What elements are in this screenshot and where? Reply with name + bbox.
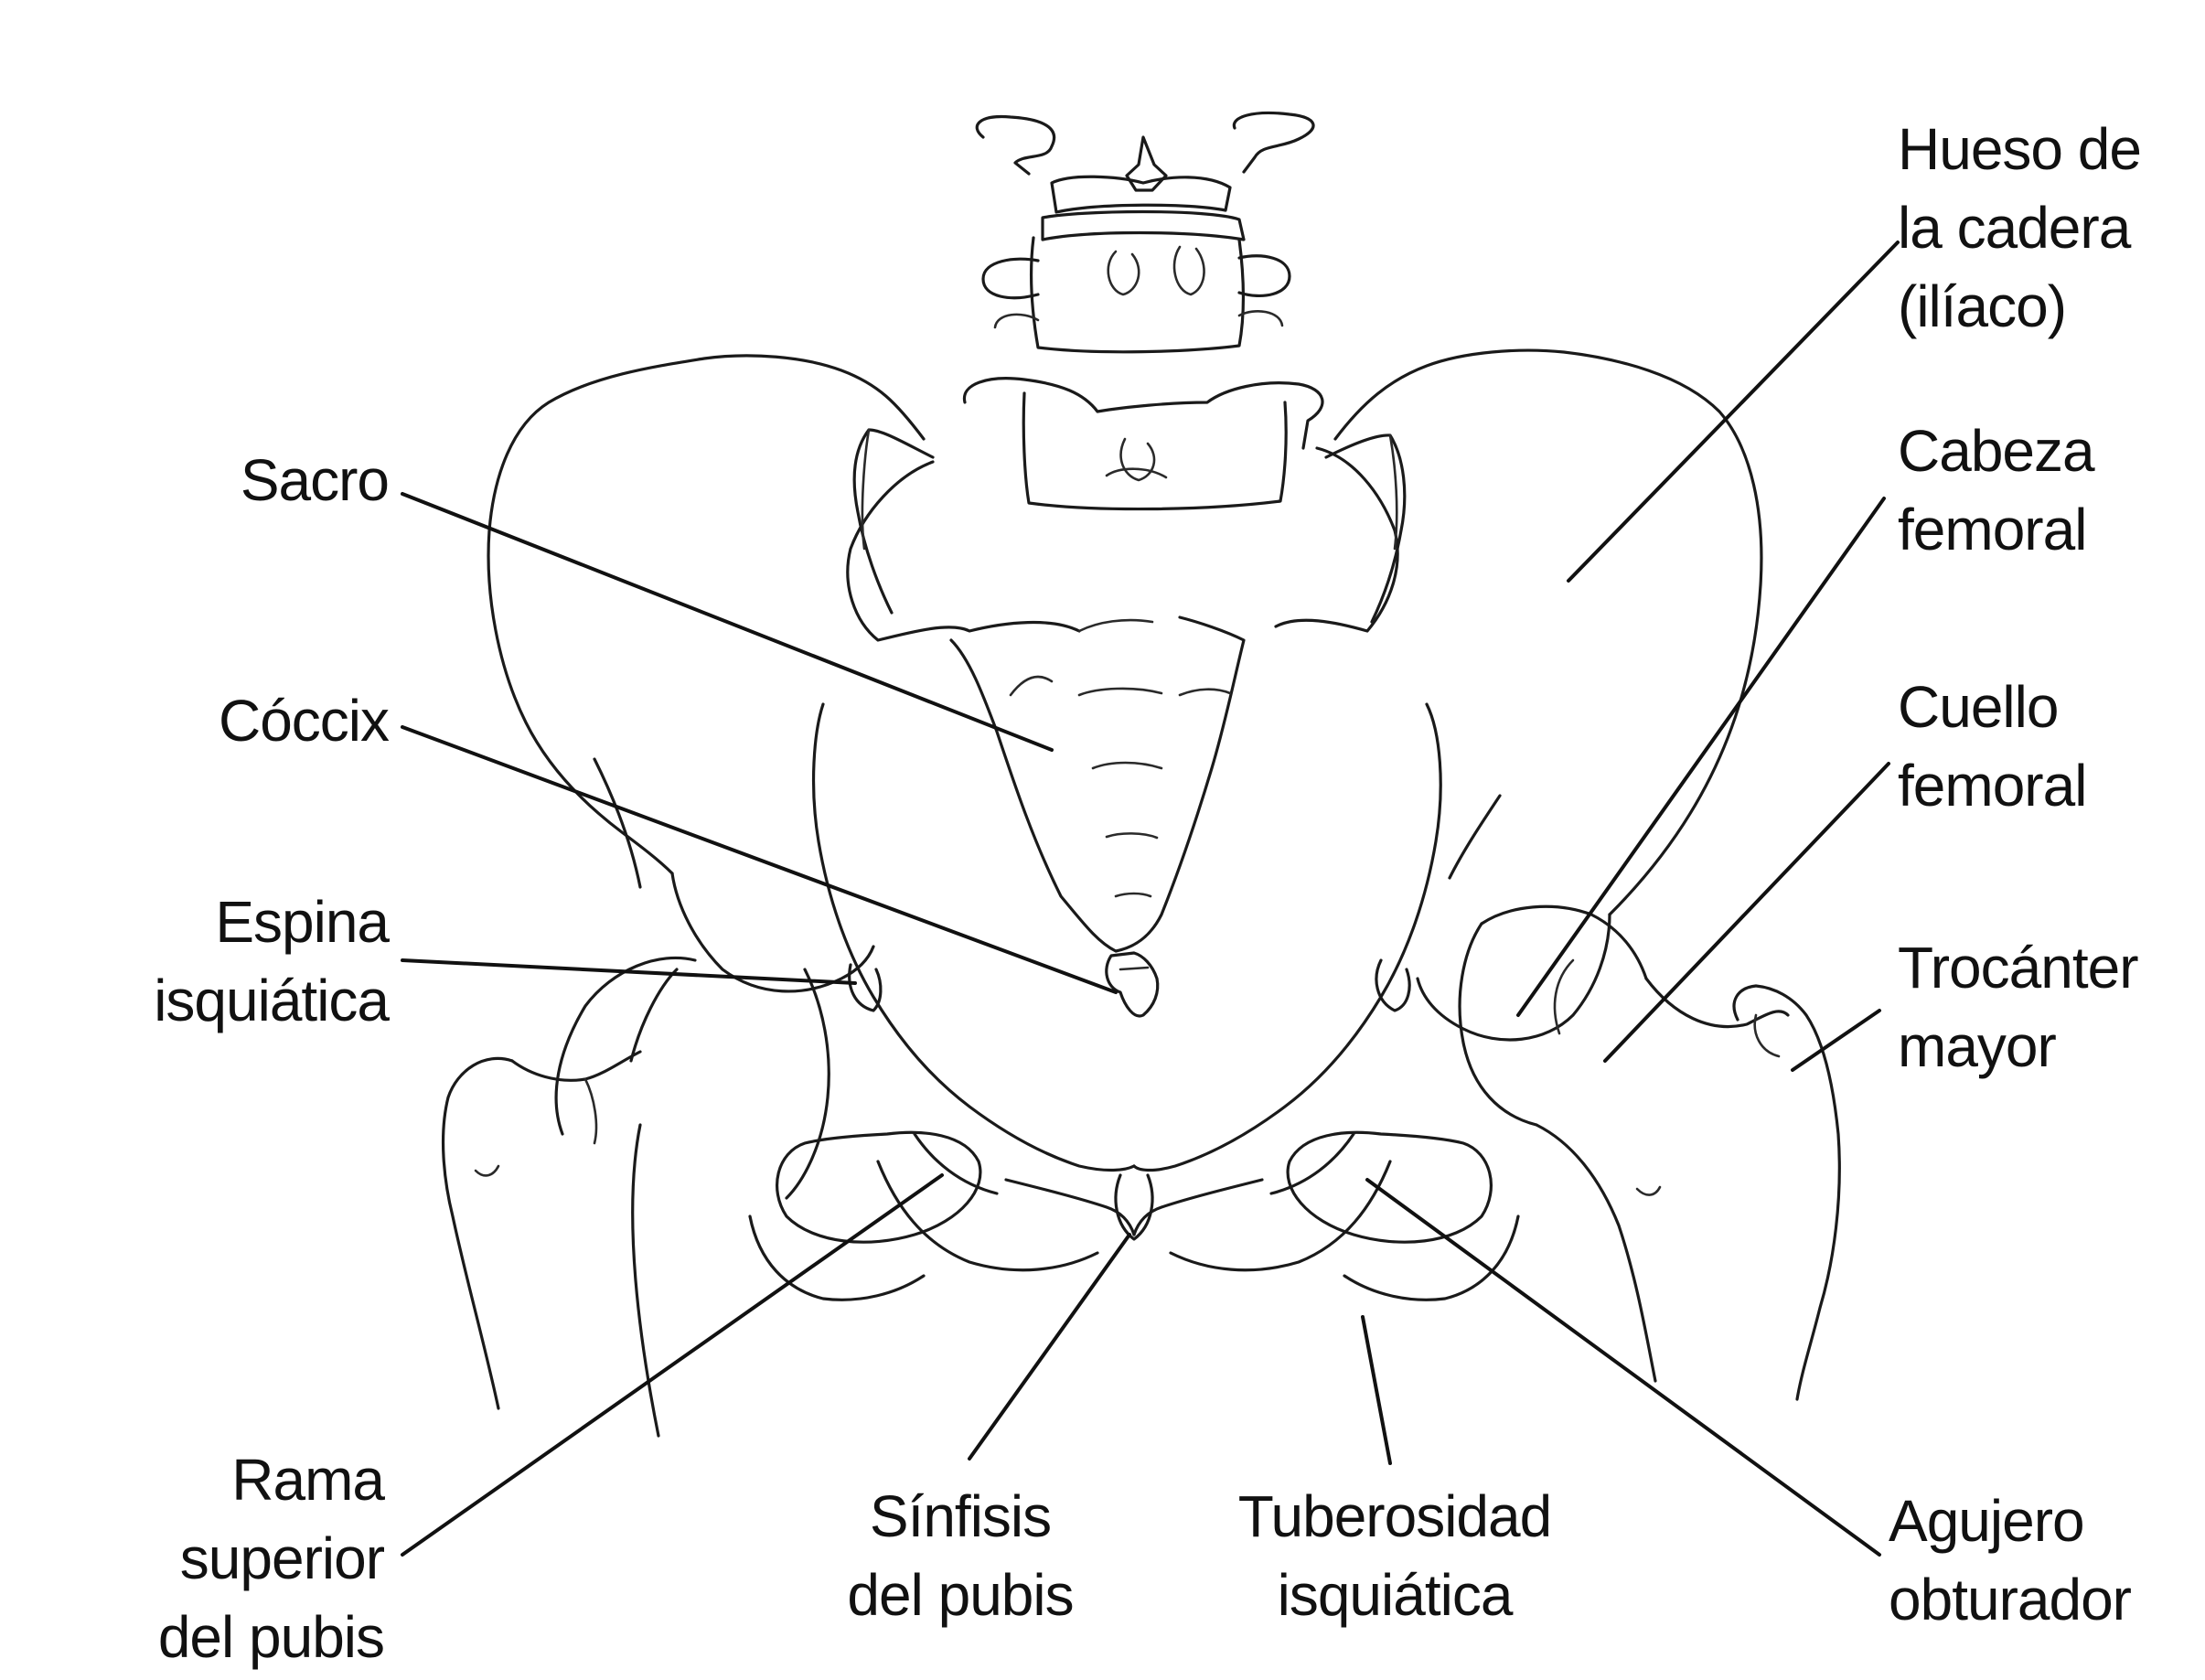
- label-line: isquiática: [1203, 1556, 1587, 1634]
- label-agujero-obturador: Agujero obturador: [1889, 1482, 2131, 1639]
- label-espina-isquiatica: Espina isquiática: [55, 883, 389, 1040]
- leader-espina-isquiatica: [402, 960, 855, 983]
- label-line: Tuberosidad: [1203, 1477, 1587, 1556]
- label-rama-superior-pubis: Rama superior del pubis: [55, 1440, 384, 1676]
- label-hueso-cadera: Hueso de la cadera (ilíaco): [1898, 110, 2141, 346]
- label-line: Cabeza: [1898, 412, 2094, 490]
- lumbar-vertebra: [977, 112, 1313, 351]
- label-line: Cuello: [1898, 668, 2086, 746]
- label-line: Espina: [55, 883, 389, 961]
- label-line: Cóccix: [55, 681, 389, 760]
- label-sinfisis-pubis: Sínfisis del pubis: [805, 1477, 1116, 1634]
- label-line: (ilíaco): [1898, 267, 2141, 346]
- leader-sacro: [402, 494, 1052, 750]
- right-femur: [1460, 906, 1839, 1399]
- sacrum: [848, 379, 1397, 951]
- label-line: Sínfisis: [805, 1477, 1116, 1556]
- leader-cuello-femoral: [1605, 764, 1889, 1061]
- label-line: la cadera: [1898, 188, 2141, 267]
- label-line: Trocánter: [1898, 928, 2138, 1007]
- left-femur: [444, 958, 695, 1436]
- label-trocanter-mayor: Trocánter mayor: [1898, 928, 2138, 1086]
- left-hip-bone: [488, 356, 1134, 1198]
- label-line: del pubis: [55, 1598, 384, 1676]
- label-coccix: Cóccix: [55, 681, 389, 760]
- label-line: obturador: [1889, 1560, 2131, 1639]
- label-cuello-femoral: Cuello femoral: [1898, 668, 2086, 825]
- pubic-symphysis: [878, 1134, 1390, 1270]
- leader-lines: [402, 242, 1898, 1555]
- label-line: del pubis: [805, 1556, 1116, 1634]
- label-line: isquiática: [55, 961, 389, 1040]
- label-line: femoral: [1898, 746, 2086, 825]
- right-hip-bone: [1134, 350, 1761, 1170]
- label-line: Agujero: [1889, 1482, 2131, 1560]
- label-line: Sacro: [55, 441, 389, 519]
- label-line: mayor: [1898, 1007, 2138, 1086]
- label-line: Rama: [55, 1440, 384, 1519]
- label-sacro: Sacro: [55, 441, 389, 519]
- label-cabeza-femoral: Cabeza femoral: [1898, 412, 2094, 569]
- label-line: Hueso de: [1898, 110, 2141, 188]
- leader-tuberosidad: [1363, 1317, 1390, 1463]
- obturator-foramina: [777, 1132, 1492, 1242]
- leader-trocanter-mayor: [1793, 1011, 1879, 1070]
- label-tuberosidad-isquiatica: Tuberosidad isquiática: [1203, 1477, 1587, 1634]
- coccyx: [1107, 953, 1158, 1016]
- label-line: femoral: [1898, 490, 2094, 569]
- leader-hueso-cadera: [1568, 242, 1898, 581]
- label-line: superior: [55, 1519, 384, 1598]
